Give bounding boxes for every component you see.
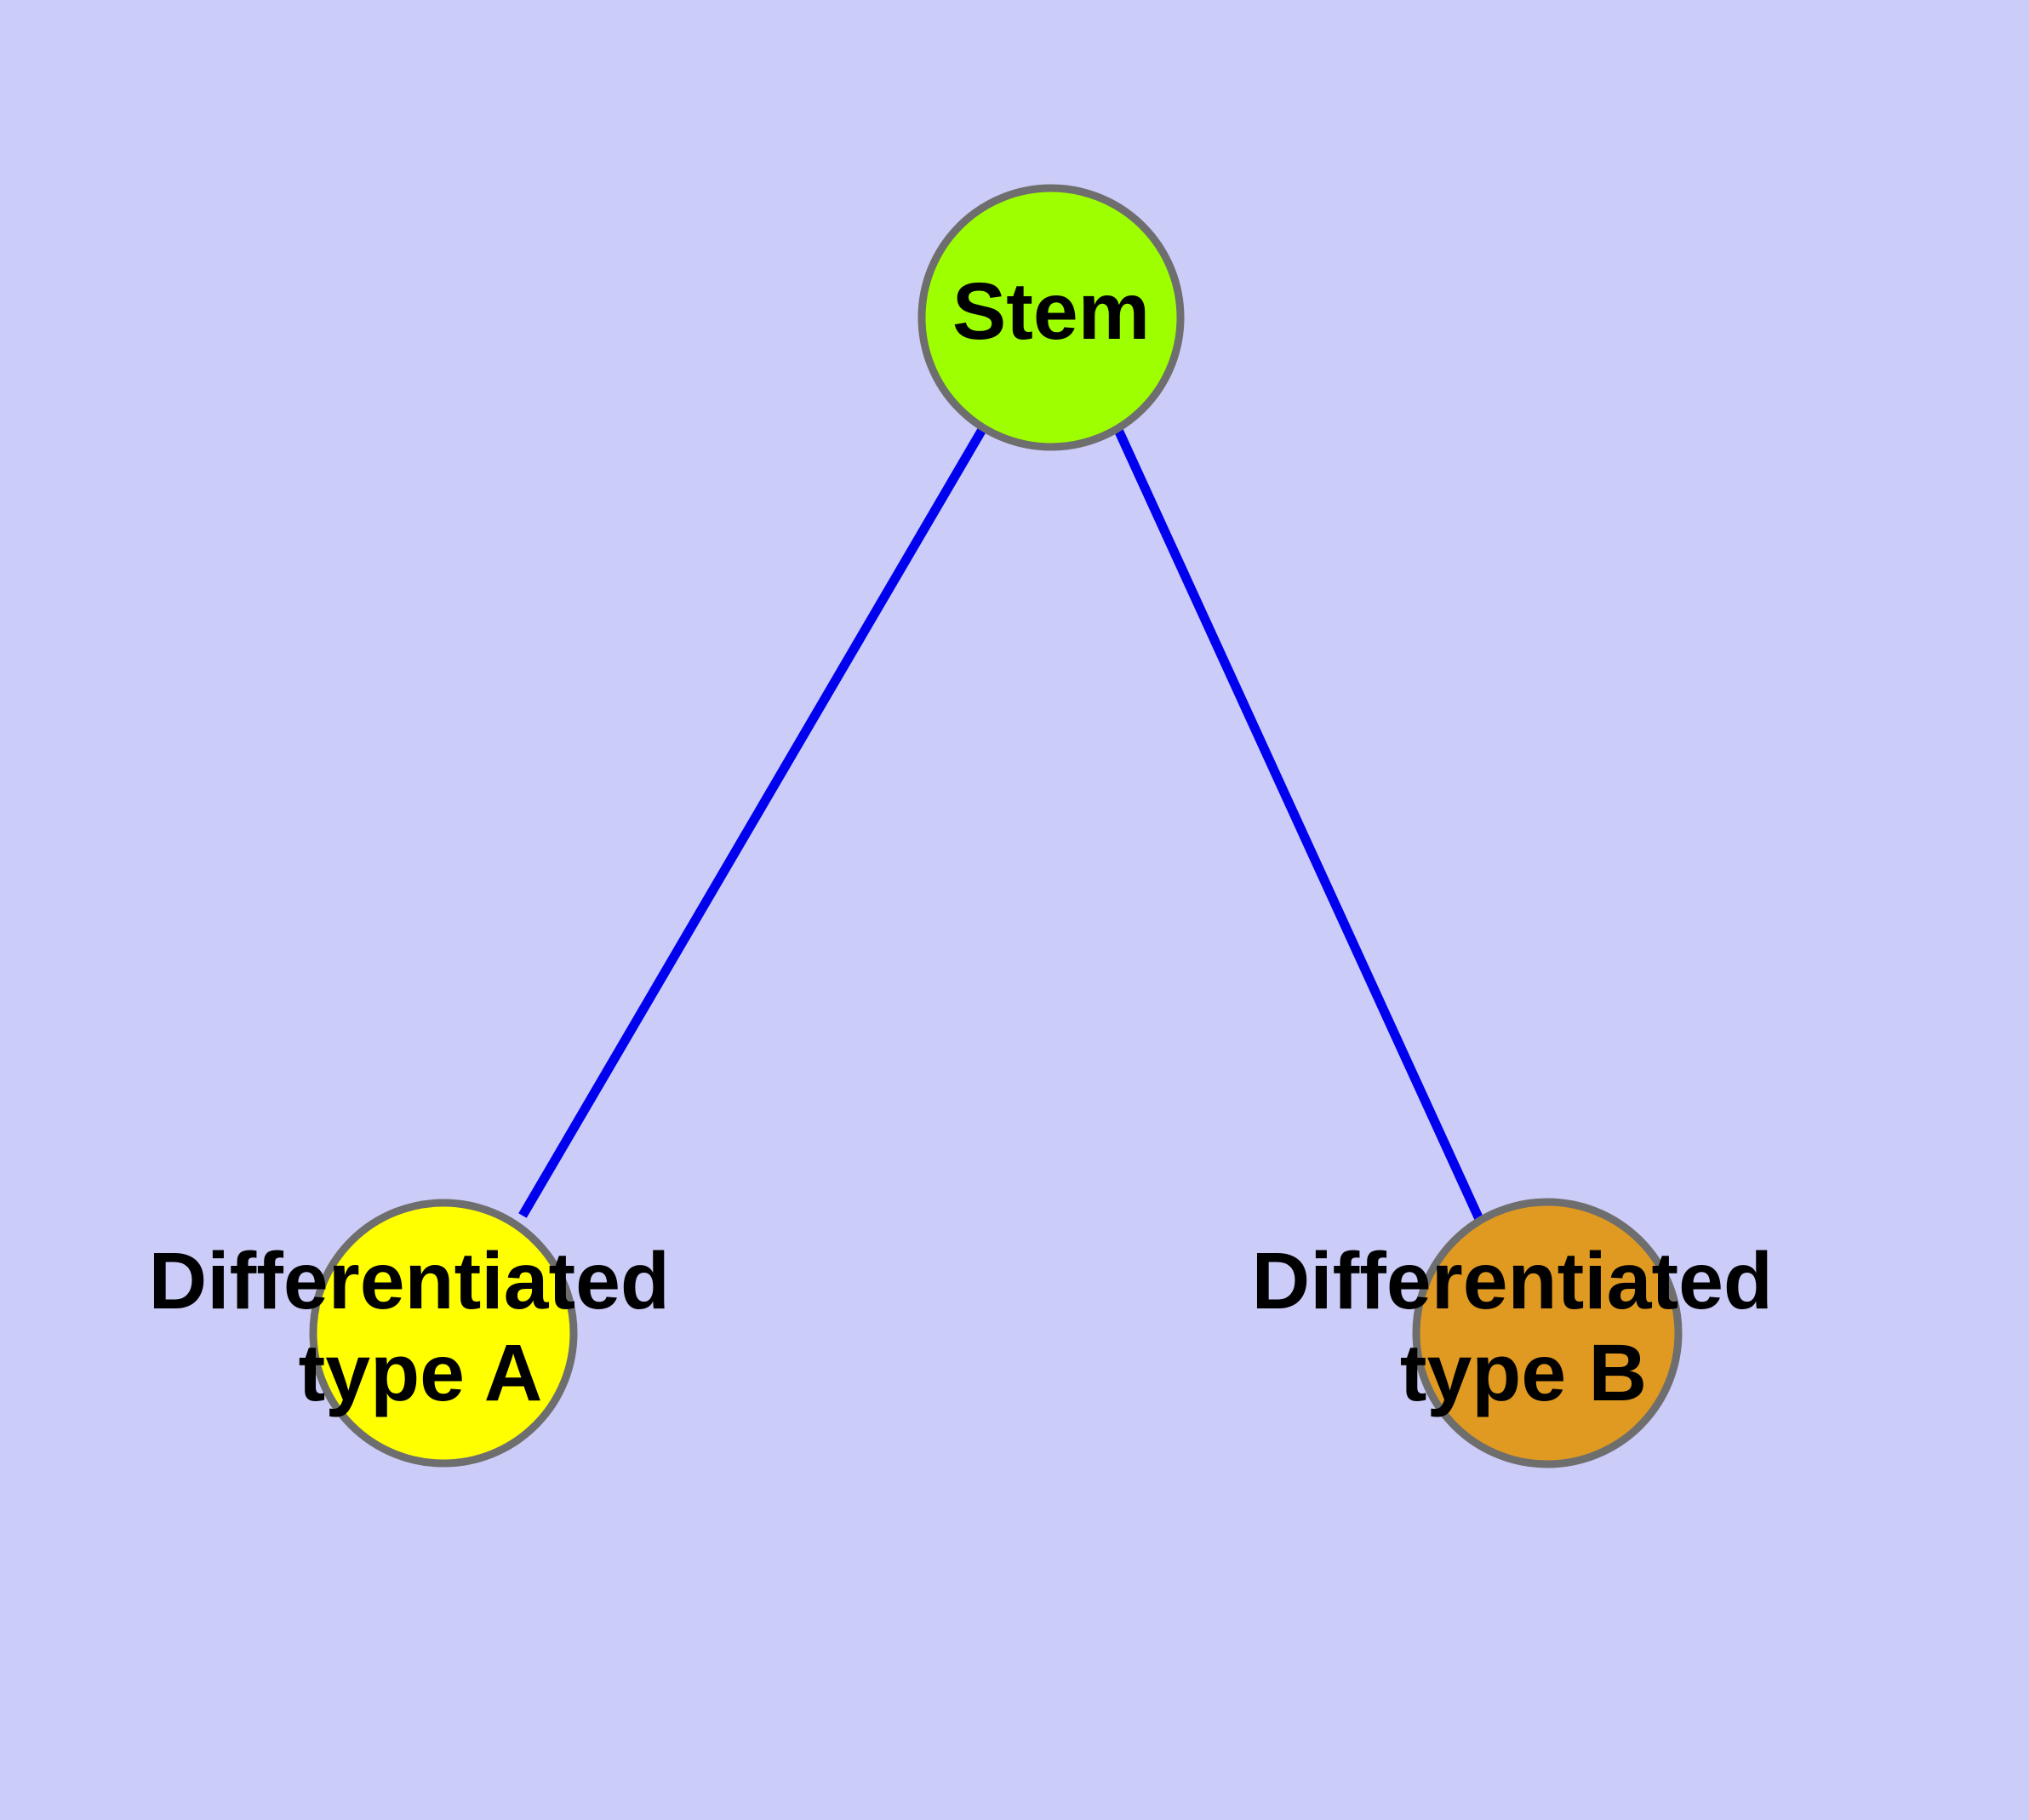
node-stem[interactable]: Stem [917, 184, 1185, 451]
node-differentiated-type-b-circle[interactable] [1412, 1198, 1683, 1468]
node-stem-label-line-1: Stem [952, 266, 1150, 357]
node-differentiated-type-a-label-line-1: Differentiated [149, 1236, 670, 1326]
node-differentiated-type-b-label: Differentiated type B [1252, 1236, 1796, 1418]
node-differentiated-type-a-label-line-2: type A [299, 1328, 543, 1418]
node-stem-label: Stem [952, 266, 1150, 357]
node-differentiated-type-b-label-line-2: type B [1400, 1328, 1647, 1418]
node-differentiated-type-b-label-line-1: Differentiated [1252, 1236, 1773, 1326]
label-layer: Differentiated type A Differentiated typ… [149, 1236, 1796, 1418]
edge-layer [518, 426, 1484, 1222]
node-differentiated-type-b[interactable] [1412, 1198, 1683, 1468]
node-stem-circle[interactable] [917, 184, 1185, 451]
node-differentiated-type-a[interactable] [309, 1199, 578, 1468]
node-differentiated-type-a-circle[interactable] [309, 1199, 578, 1468]
node-layer: Stem [309, 184, 1683, 1468]
edge-stem-to-differentiated-type-b[interactable] [1113, 427, 1484, 1222]
edge-stem-to-differentiated-type-a[interactable] [518, 426, 987, 1218]
node-differentiated-type-a-label: Differentiated type A [149, 1236, 693, 1418]
